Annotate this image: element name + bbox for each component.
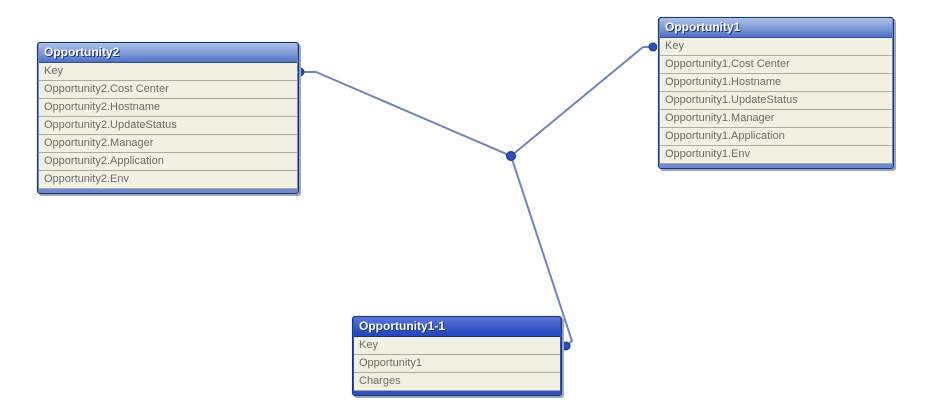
field-row[interactable]: Key xyxy=(660,38,892,56)
field-row[interactable]: Opportunity1.Hostname xyxy=(660,74,892,92)
field-row[interactable]: Charges xyxy=(354,373,560,391)
table-caption[interactable]: Opportunity1-1 xyxy=(354,317,560,337)
junction-dot xyxy=(506,151,516,161)
field-row[interactable]: Opportunity1.Env xyxy=(660,146,892,164)
field-row[interactable]: Opportunity1.Application xyxy=(660,128,892,146)
field-row[interactable]: Opportunity2.Env xyxy=(39,171,297,189)
field-row[interactable]: Opportunity1.Cost Center xyxy=(660,56,892,74)
field-row[interactable]: Opportunity1.UpdateStatus xyxy=(660,92,892,110)
field-row[interactable]: Opportunity2.Application xyxy=(39,153,297,171)
field-row[interactable]: Opportunity2.Hostname xyxy=(39,99,297,117)
field-row[interactable]: Opportunity2.Cost Center xyxy=(39,81,297,99)
connector-line-opportunity1-junction xyxy=(510,46,653,157)
field-row[interactable]: Opportunity2.Manager xyxy=(39,135,297,153)
connector-line-opportunity2-junction xyxy=(300,71,512,157)
connection-point-opportunity1-1-key xyxy=(561,341,571,351)
table-caption[interactable]: Opportunity2 xyxy=(39,43,297,63)
field-row[interactable]: Opportunity1 xyxy=(354,355,560,373)
connection-point-opportunity1-key xyxy=(648,42,658,52)
field-row[interactable]: Opportunity2.UpdateStatus xyxy=(39,117,297,135)
field-row[interactable]: Key xyxy=(354,337,560,355)
field-row[interactable]: Opportunity1.Manager xyxy=(660,110,892,128)
field-row[interactable]: Key xyxy=(39,63,297,81)
table-caption[interactable]: Opportunity1 xyxy=(660,18,892,38)
